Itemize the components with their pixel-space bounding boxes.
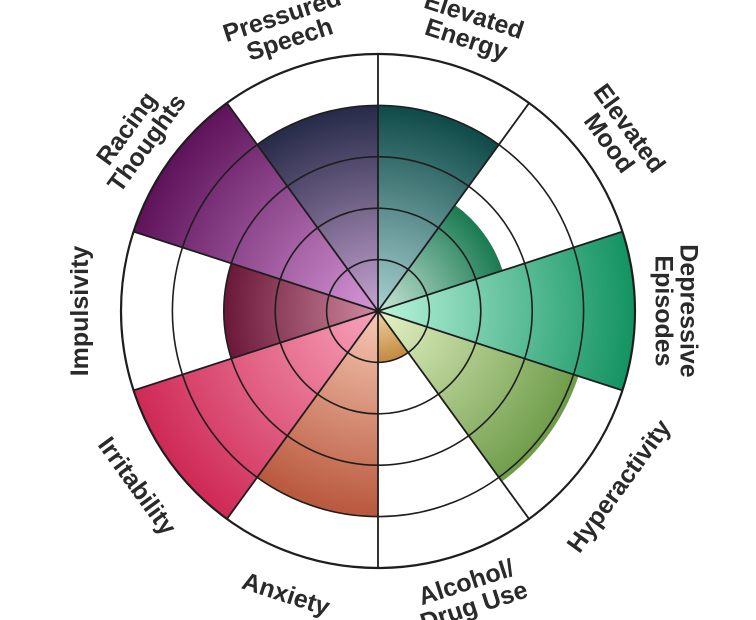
wedge-hyperactivity (378, 311, 579, 482)
label-depressive-episodes-line: Depressive (675, 244, 703, 378)
wedge-alcohol-drug-use (378, 311, 409, 363)
label-hyperactivity-line: Hyperactivity (562, 414, 677, 558)
label-impulsivity: Impulsivity (66, 246, 94, 377)
wedge-impulsivity (223, 263, 378, 359)
grid-spoke (377, 310, 530, 520)
grid-spoke (133, 230, 379, 312)
grid-spoke (226, 310, 379, 520)
label-hyperactivity: Hyperactivity (562, 414, 677, 558)
label-depressive-episodes-line: Episodes (650, 255, 678, 366)
wedge-layer (133, 103, 635, 519)
grid-spoke (377, 310, 623, 392)
wedge-elevated-energy (378, 105, 499, 312)
wedge-racing-thoughts (133, 103, 378, 311)
wedge-pressured-speech (257, 105, 378, 312)
grid-layer (119, 52, 637, 570)
label-impulsivity-line: Impulsivity (66, 246, 94, 377)
grid-spoke (377, 230, 623, 312)
grid-spoke (377, 102, 530, 312)
label-anxiety: Anxiety (239, 567, 334, 620)
wedge-irritability (133, 311, 378, 519)
label-anxiety-line: Anxiety (239, 567, 334, 620)
wedge-depressive-episodes (378, 231, 635, 391)
grid-spoke (226, 102, 379, 312)
wedge-elevated-mood (378, 204, 503, 311)
wedge-anxiety (257, 311, 378, 517)
grid-spoke (133, 310, 379, 392)
label-alcohol-drug-use: Alcohol/Drug Use (415, 554, 531, 620)
